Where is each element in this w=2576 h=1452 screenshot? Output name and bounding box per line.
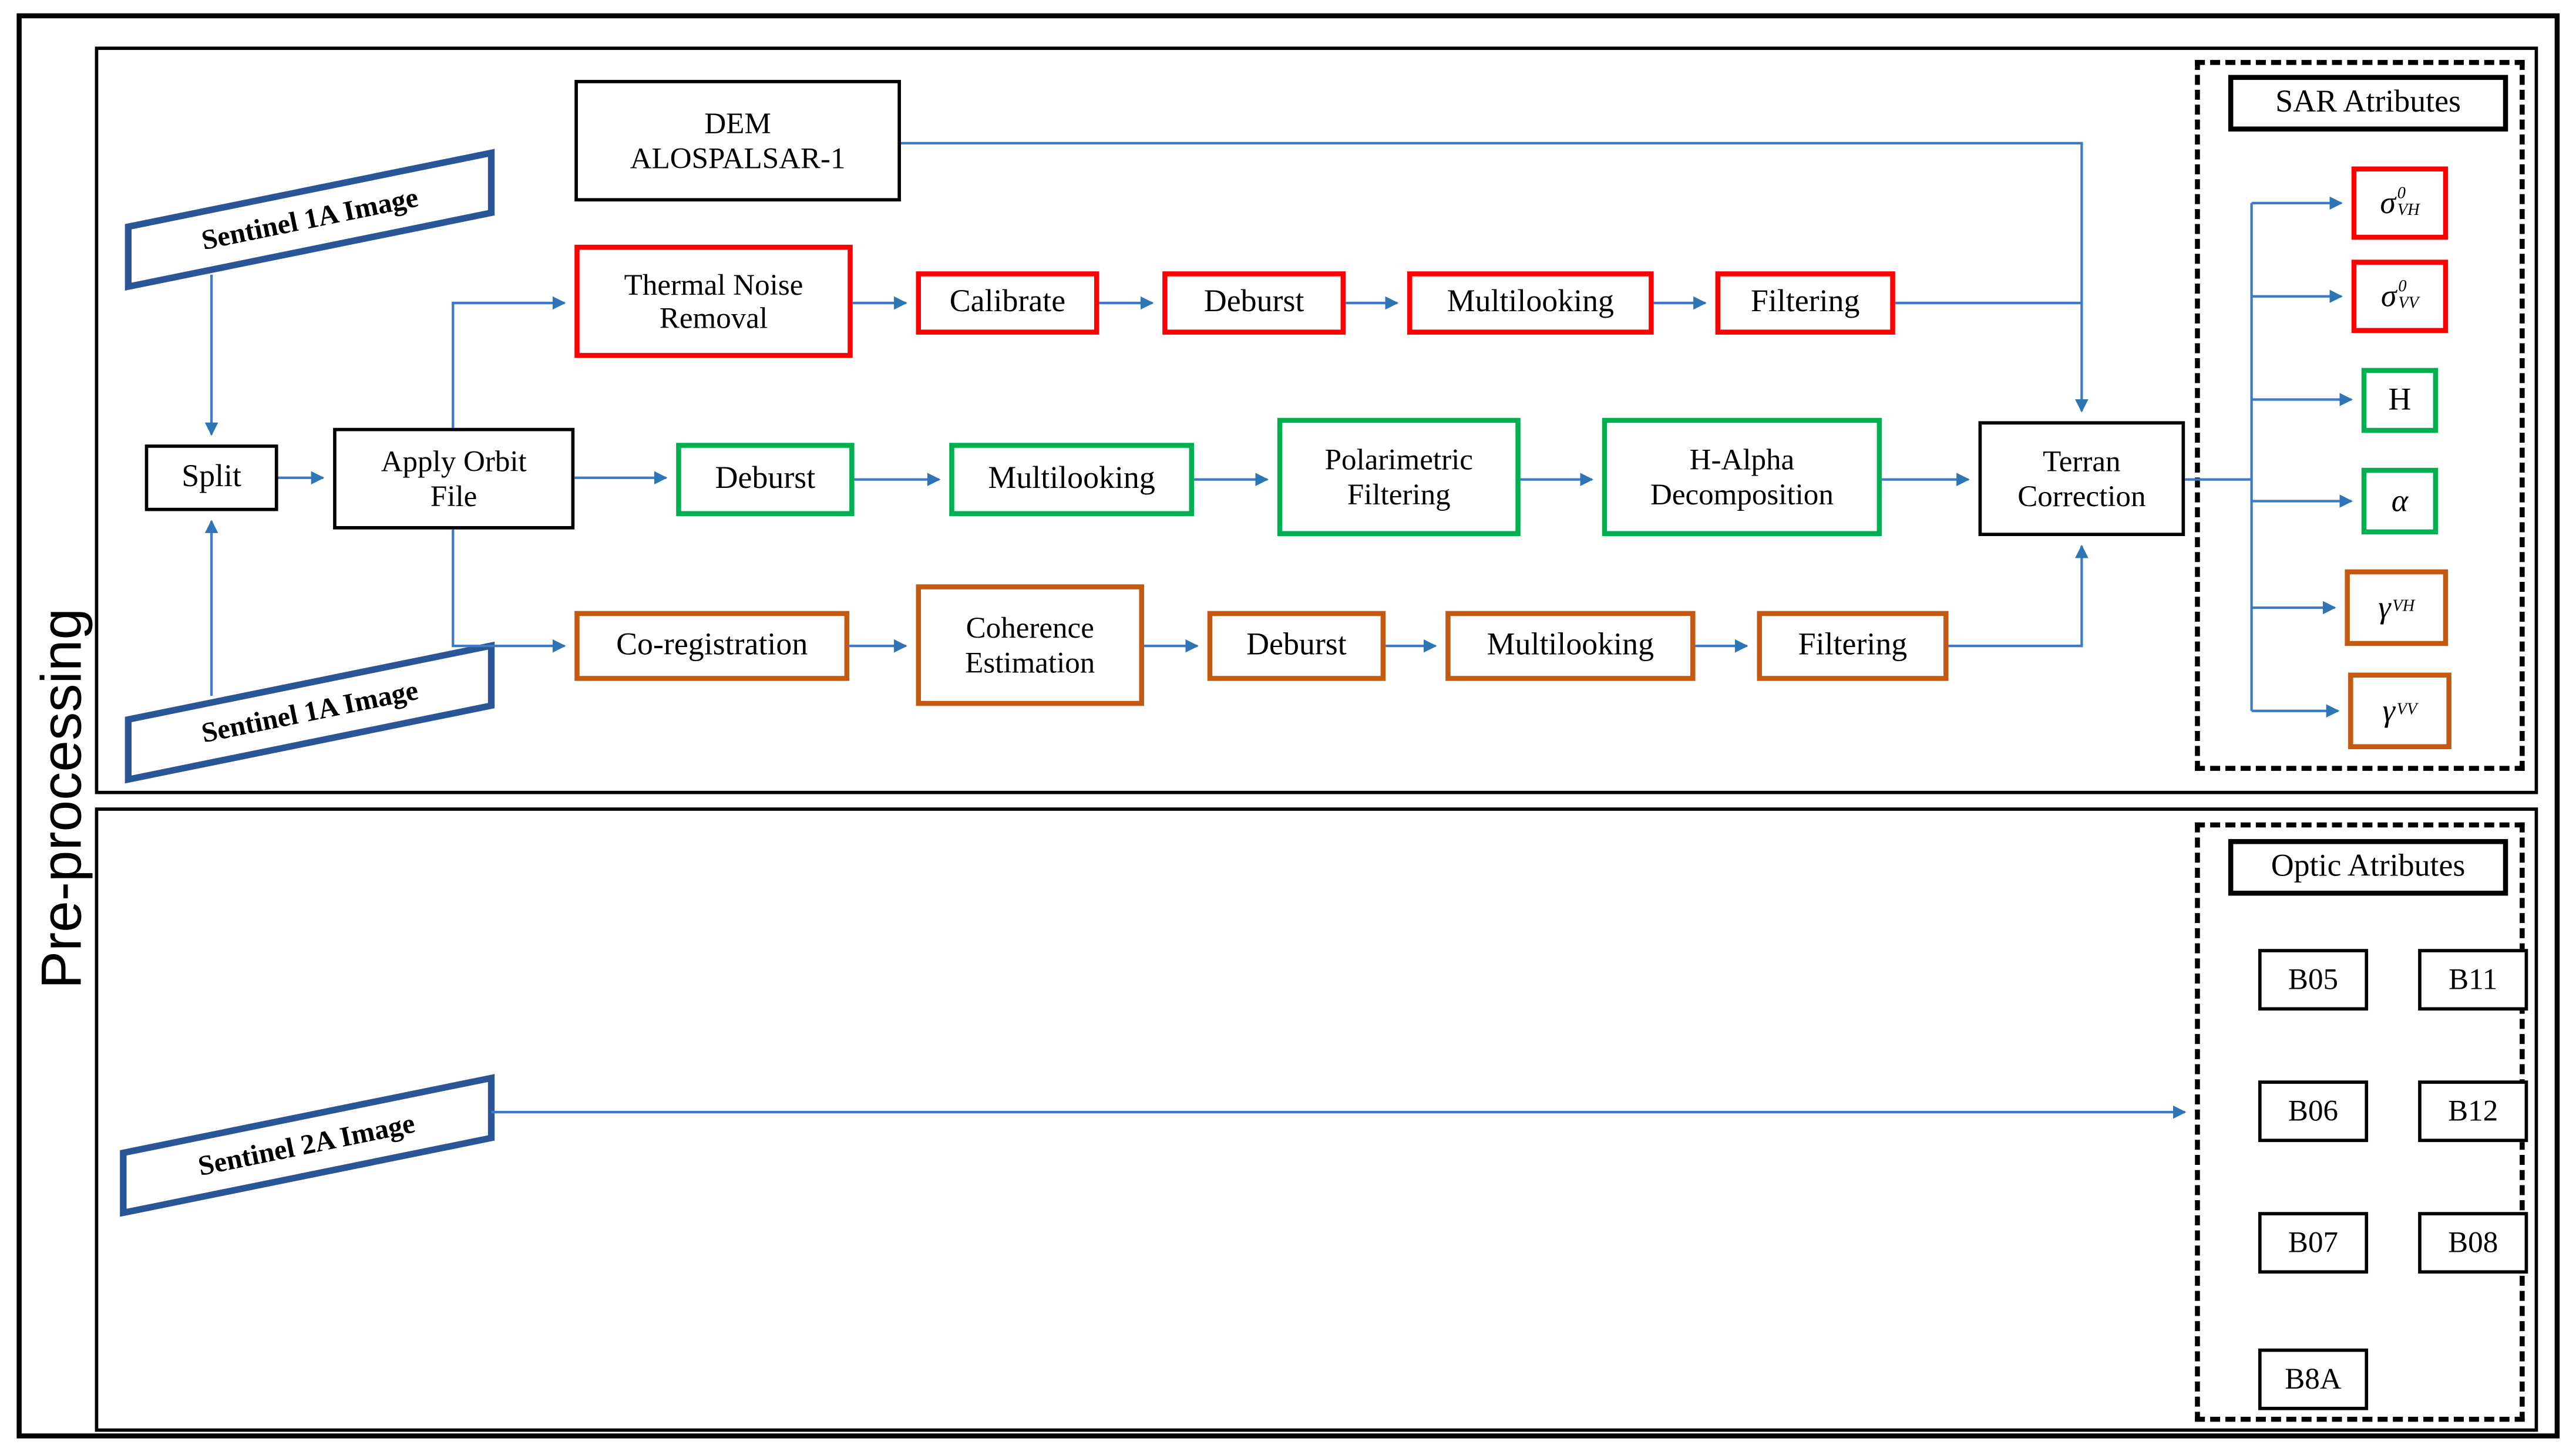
node-apply-orbit-file: Apply Orbit File <box>333 427 575 530</box>
optic-attributes-title: Optic Atributes <box>2228 839 2508 896</box>
node-polarimetric-filtering: Polarimetric Filtering <box>1277 417 1521 537</box>
optic-attributes-title-label: Optic Atributes <box>2271 849 2466 884</box>
sar-attributes-panel <box>2195 60 2525 771</box>
sar-section-panel <box>95 46 2538 794</box>
node-filtering-orange: Filtering <box>1757 611 1949 681</box>
band-b06: B06 <box>2258 1080 2369 1143</box>
node-multilooking-orange: Multilooking <box>1445 611 1696 681</box>
attr-alpha: α <box>2361 467 2439 535</box>
node-calibrate: Calibrate <box>916 271 1099 335</box>
band-b08: B08 <box>2418 1212 2528 1274</box>
optic-section-panel <box>95 807 2538 1432</box>
sar-attributes-title-label: SAR Atributes <box>2275 85 2461 120</box>
node-deburst-red: Deburst <box>1162 271 1346 335</box>
node-multilooking-green: Multilooking <box>949 443 1195 517</box>
node-terrain-correction: Terran Correction <box>1978 421 2185 537</box>
node-multilooking-red: Multilooking <box>1407 271 1654 335</box>
node-h-alpha-decomposition: H-Alpha Decomposition <box>1602 417 1882 537</box>
band-b05: B05 <box>2258 949 2369 1011</box>
node-deburst-orange: Deburst <box>1207 611 1386 681</box>
node-filtering-red: Filtering <box>1715 271 1895 335</box>
band-b07: B07 <box>2258 1212 2369 1274</box>
node-deburst-green: Deburst <box>676 443 855 517</box>
band-b8a: B8A <box>2258 1348 2369 1410</box>
node-dem-alospalsar: DEM ALOSPALSAR-1 <box>574 80 902 202</box>
band-b11: B11 <box>2418 949 2528 1011</box>
node-co-registration: Co-registration <box>574 611 850 681</box>
side-label-pre-processing: Pre-processing <box>31 608 95 990</box>
attr-entropy-h: H <box>2361 368 2439 433</box>
node-split: Split <box>144 444 278 511</box>
band-b12: B12 <box>2418 1080 2528 1143</box>
outer-frame <box>16 13 2560 1438</box>
node-thermal-noise-removal: Thermal Noise Removal <box>574 244 853 358</box>
node-coherence-estimation: Coherence Estimation <box>916 584 1144 706</box>
sar-attributes-title: SAR Atributes <box>2228 75 2508 132</box>
